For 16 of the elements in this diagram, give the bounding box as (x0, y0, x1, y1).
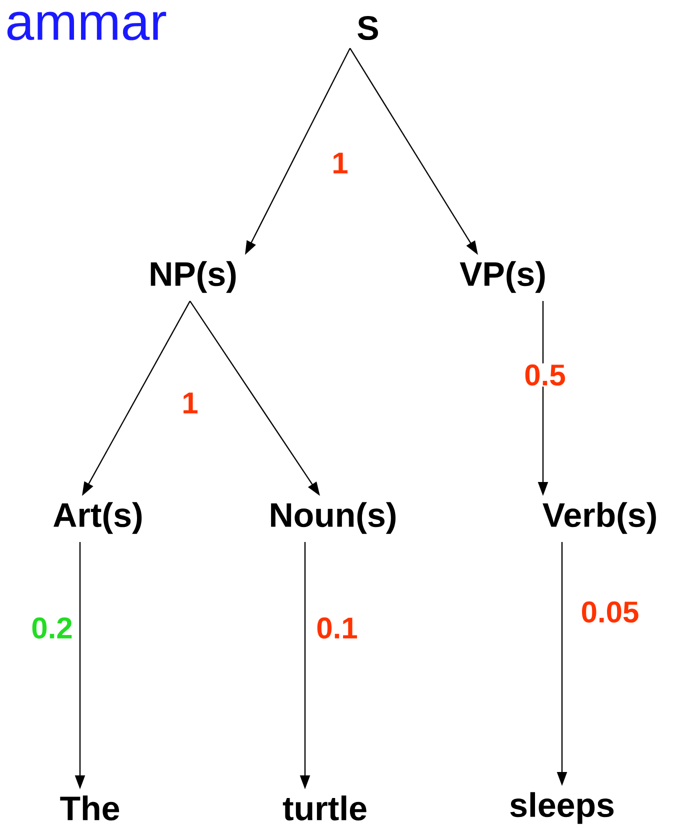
tree-node-label: Verb(s) (542, 502, 656, 534)
tree-node-label: Art(s) (54, 502, 142, 534)
probability-label: 1 (330, 152, 350, 174)
tree-node-label: The (60, 796, 120, 820)
tree-node-label: VP(s) (460, 261, 545, 293)
tree-node-label: NP(s) (150, 261, 236, 293)
tree-node-label: sleeps (510, 792, 614, 824)
tree-node-label: Noun(s) (271, 502, 396, 534)
tree-node-label: turtle (282, 796, 366, 820)
probability-label: 0.2 (30, 616, 74, 640)
probability-label: 0.05 (580, 600, 640, 624)
probability-label: 0.1 (315, 616, 359, 640)
tree-node-label: S (358, 16, 378, 40)
probability-label: 1 (180, 392, 200, 414)
title: ammar (7, 12, 166, 40)
probability-label: 0.5 (523, 363, 567, 387)
